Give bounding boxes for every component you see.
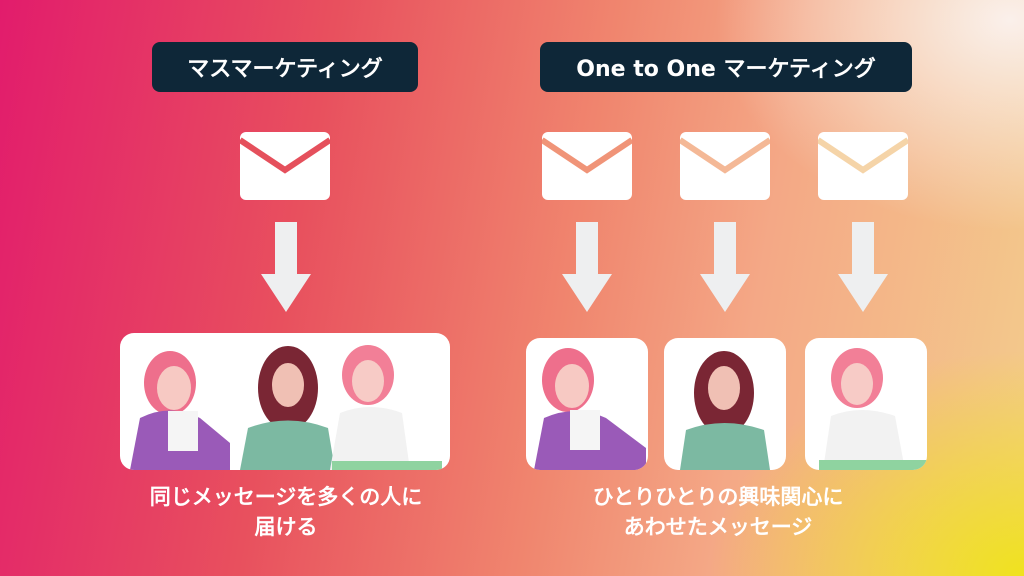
envelope-icon xyxy=(818,132,908,200)
mass-marketing-caption: 同じメッセージを多くの人に 届ける xyxy=(76,482,496,542)
arrow-down-icon xyxy=(261,222,311,312)
caption-line: ひとりひとりの興味関心に xyxy=(592,485,844,509)
person-pink-white xyxy=(330,345,442,470)
one-to-one-marketing-label: One to One マーケティング xyxy=(540,42,912,92)
arrow-down-icon xyxy=(838,222,888,312)
envelope-icon xyxy=(542,132,632,200)
envelope-icon xyxy=(240,132,330,200)
person-image-2 xyxy=(664,338,786,470)
person-image-1 xyxy=(526,338,648,470)
arrow-down-icon xyxy=(700,222,750,312)
caption-line: 届ける xyxy=(254,515,318,539)
mass-marketing-label: マスマーケティング xyxy=(152,42,418,92)
envelope-icon xyxy=(680,132,770,200)
person-image-3 xyxy=(805,338,927,470)
arrow-down-icon xyxy=(562,222,612,312)
caption-line: 同じメッセージを多くの人に xyxy=(149,485,423,509)
one-to-one-caption: ひとりひとりの興味関心に あわせたメッセージ xyxy=(508,482,928,542)
caption-line: あわせたメッセージ xyxy=(623,515,813,539)
group-people-image xyxy=(120,333,450,470)
person-brown-green xyxy=(240,346,335,470)
person-pink-purple xyxy=(130,351,230,470)
